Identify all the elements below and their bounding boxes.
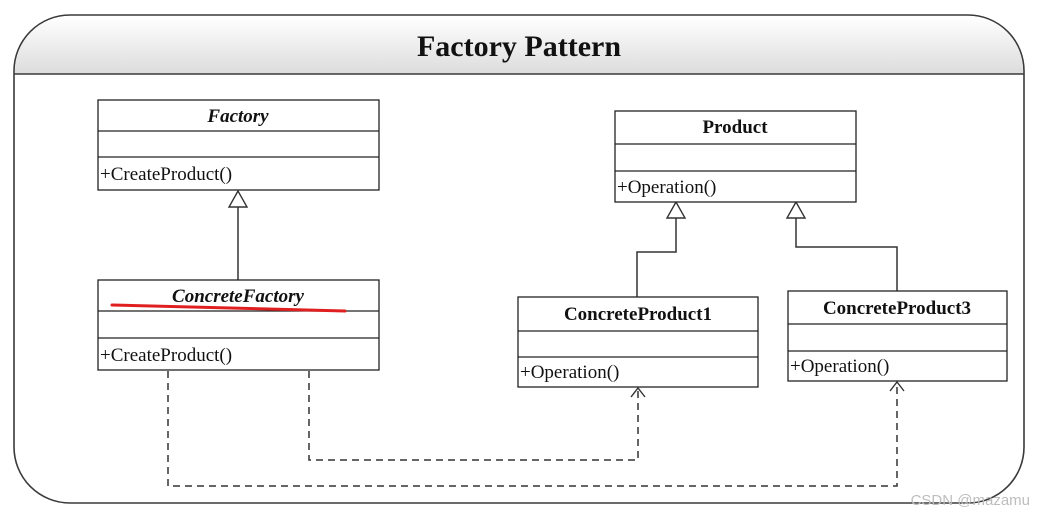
dependency-arrowhead-product3 — [889, 380, 905, 392]
inherit-triangle-factory — [227, 189, 249, 208]
dependency-arrowhead-product1 — [630, 386, 646, 398]
class-box — [787, 290, 1008, 382]
class-concrete-product3: ConcreteProduct3 +Operation() — [787, 290, 1008, 382]
dependency-lines — [167, 371, 905, 487]
class-method: +Operation() — [790, 356, 889, 377]
watermark-text: CSDN @mazamu — [911, 492, 1030, 509]
class-method: +Operation() — [617, 177, 716, 198]
diagram-frame: Factory Pattern — [13, 14, 1025, 504]
class-name: Factory — [206, 106, 269, 127]
class-product: Product +Operation() — [614, 110, 857, 203]
class-name: ConcreteProduct1 — [564, 304, 712, 325]
class-box — [97, 99, 380, 191]
dependency-to-concrete-product3 — [167, 371, 898, 487]
class-concrete-product1: ConcreteProduct1 +Operation() — [517, 296, 759, 388]
class-method: +CreateProduct() — [100, 164, 232, 185]
inherit-line-concrete-product3 — [795, 218, 898, 291]
dependency-to-concrete-product1 — [308, 371, 639, 461]
frame-border — [13, 14, 1025, 504]
class-method: +CreateProduct() — [100, 345, 232, 366]
diagram-title: Factory Pattern — [417, 30, 621, 63]
class-box — [614, 110, 857, 203]
class-factory: Factory +CreateProduct() — [97, 99, 380, 191]
inherit-line-concrete-product1 — [636, 218, 677, 297]
class-name: ConcreteProduct3 — [823, 298, 971, 319]
class-box — [517, 296, 759, 388]
class-box — [97, 279, 380, 371]
inherit-triangle-product-left — [665, 200, 687, 219]
class-method: +Operation() — [520, 362, 619, 383]
title-band — [15, 16, 1023, 74]
inheritance-lines — [227, 189, 898, 297]
red-underline-annotation — [110, 303, 347, 313]
class-concrete-factory: ConcreteFactory +CreateProduct() — [97, 279, 380, 371]
class-name: ConcreteFactory — [172, 286, 304, 307]
inherit-triangle-product-right — [785, 200, 807, 219]
class-name: Product — [702, 117, 768, 138]
